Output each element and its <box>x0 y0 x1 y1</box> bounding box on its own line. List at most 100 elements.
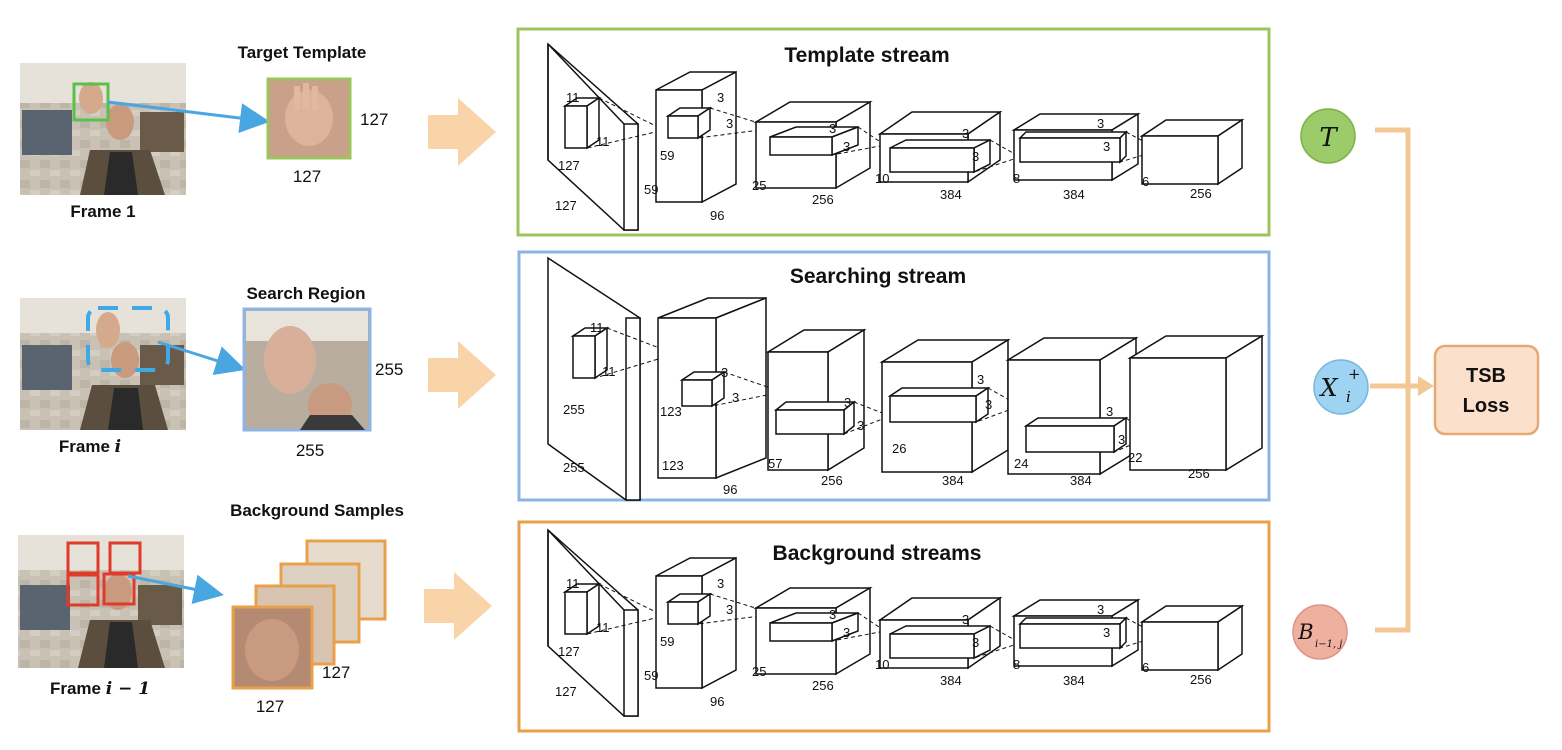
background-height: 127 <box>256 697 284 716</box>
search-conv5-depth-label: 256 <box>1188 466 1210 481</box>
template-kernel4-h-label: 3 <box>962 126 969 141</box>
background-conv5-depth-label: 256 <box>1190 672 1212 687</box>
search-conv2-size-label: 57 <box>768 456 782 471</box>
template-kernel-2 <box>665 106 713 140</box>
search-height: 255 <box>296 441 324 460</box>
background-conv1-size-label: 59 <box>644 668 658 683</box>
output-node-T: T <box>1300 108 1356 164</box>
search-kernel1-w-label: 11 <box>602 364 616 379</box>
background-kernel2-w-label: 3 <box>726 602 733 617</box>
loss-connectors <box>1370 127 1424 633</box>
background-kernel-4 <box>889 624 991 660</box>
background-stream-layers: 1271271111599659332525633103843383843362… <box>547 528 1245 717</box>
template-kernel4-w-label: 3 <box>972 149 979 164</box>
search-conv1-size-label: 123 <box>662 458 684 473</box>
search-input-slab <box>547 256 641 501</box>
search-input-h-label: 255 <box>563 402 585 417</box>
background-conv3-depth-label: 384 <box>940 673 962 688</box>
template-conv1-inner-label: 59 <box>660 148 674 163</box>
search-flow-arrow <box>428 341 496 409</box>
background-samples-title: Background Samples <box>230 501 404 520</box>
background-conv4-depth-label: 384 <box>1063 673 1085 688</box>
background-conv5-size-label: 6 <box>1142 660 1149 675</box>
search-region-title: Search Region <box>246 284 365 303</box>
search-kernel3-w-label: 3 <box>857 418 864 433</box>
template-conv3-size-label: 10 <box>875 171 889 186</box>
search-kernel4-w-label: 3 <box>985 397 992 412</box>
template-input-w-label: 127 <box>555 198 577 213</box>
background-kernel4-h-label: 3 <box>962 612 969 627</box>
template-flow-arrow <box>428 98 496 166</box>
background-input-h-label: 127 <box>558 644 580 659</box>
svg-text:X: X <box>1318 374 1338 402</box>
background-kernel5-w-label: 3 <box>1103 625 1110 640</box>
background-conv2-size-label: 25 <box>752 664 766 679</box>
search-kernel2-w-label: 3 <box>732 390 739 405</box>
background-kernel-1 <box>562 582 602 636</box>
search-region-crop <box>242 307 372 432</box>
template-conv3-depth-label: 384 <box>940 187 962 202</box>
background-flow-arrow <box>424 572 492 640</box>
search-stream-title: Searching stream <box>790 265 966 288</box>
template-kernel-3 <box>769 125 859 157</box>
background-conv4-size-label: 8 <box>1013 657 1020 672</box>
template-height: 127 <box>293 167 321 186</box>
search-width: 255 <box>375 360 403 379</box>
background-stream-title: Background streams <box>773 542 982 565</box>
search-conv4-block <box>1005 336 1139 476</box>
output-node-X-positive: X + i <box>1313 359 1369 415</box>
search-conv2-block <box>765 328 867 472</box>
template-kernel1-h-label: 11 <box>566 90 580 105</box>
search-conv4-depth-label: 384 <box>1070 473 1092 488</box>
search-kernel5-w-label: 3 <box>1118 432 1125 447</box>
svg-text:i: i <box>1346 388 1351 406</box>
template-conv1-size-label: 59 <box>644 182 658 197</box>
frame-1-photo <box>20 63 270 195</box>
background-kernel1-h-label: 11 <box>566 576 580 591</box>
svg-text:Loss: Loss <box>1463 395 1510 417</box>
background-kernel-2 <box>665 592 713 626</box>
search-kernel1-h-label: 11 <box>590 320 604 335</box>
search-conv2-depth-label: 256 <box>821 473 843 488</box>
search-conv5-block <box>1127 334 1265 472</box>
target-template-title: Target Template <box>238 43 367 62</box>
template-conv2-depth-label: 256 <box>812 192 834 207</box>
background-kernel3-h-label: 3 <box>829 607 836 622</box>
background-conv1-depth-label: 96 <box>710 694 724 709</box>
search-kernel-2 <box>679 370 727 408</box>
target-template-crop <box>266 77 352 160</box>
background-input-w-label: 127 <box>555 684 577 699</box>
template-kernel1-w-label: 11 <box>596 134 610 149</box>
background-conv1-inner-label: 59 <box>660 634 674 649</box>
search-kernel-4 <box>887 386 991 424</box>
search-kernel-1 <box>570 326 610 380</box>
template-input-h-label: 127 <box>558 158 580 173</box>
background-samples-crops <box>231 539 387 690</box>
svg-text:TSB: TSB <box>1466 365 1506 387</box>
template-conv4-depth-label: 384 <box>1063 187 1085 202</box>
search-stream-layers: 2552551111123961233357256332638433243843… <box>547 256 1265 501</box>
search-kernel3-h-label: 3 <box>844 395 851 410</box>
template-kernel3-w-label: 3 <box>843 139 850 154</box>
tsb-loss-box: TSB Loss <box>1433 344 1540 436</box>
background-kernel3-w-label: 3 <box>843 625 850 640</box>
template-kernel5-h-label: 3 <box>1097 116 1104 131</box>
frame-i-minus-1-label: Frame i − 1 <box>50 679 150 699</box>
background-conv2-depth-label: 256 <box>812 678 834 693</box>
search-kernel-3 <box>773 400 857 436</box>
template-kernel2-w-label: 3 <box>726 116 733 131</box>
template-width: 127 <box>360 110 388 129</box>
template-conv5-block <box>1139 118 1245 186</box>
template-conv5-size-label: 6 <box>1142 174 1149 189</box>
template-conv4-size-label: 8 <box>1013 171 1020 186</box>
template-kernel-1 <box>562 96 602 150</box>
search-input-w-label: 255 <box>563 460 585 475</box>
template-stream-title: Template stream <box>784 44 949 67</box>
background-kernel2-h-label: 3 <box>717 576 724 591</box>
background-width: 127 <box>322 663 350 682</box>
svg-text:B: B <box>1297 620 1313 644</box>
template-conv2-size-label: 25 <box>752 178 766 193</box>
template-kernel-5 <box>1018 130 1128 164</box>
background-conv3-size-label: 10 <box>875 657 889 672</box>
